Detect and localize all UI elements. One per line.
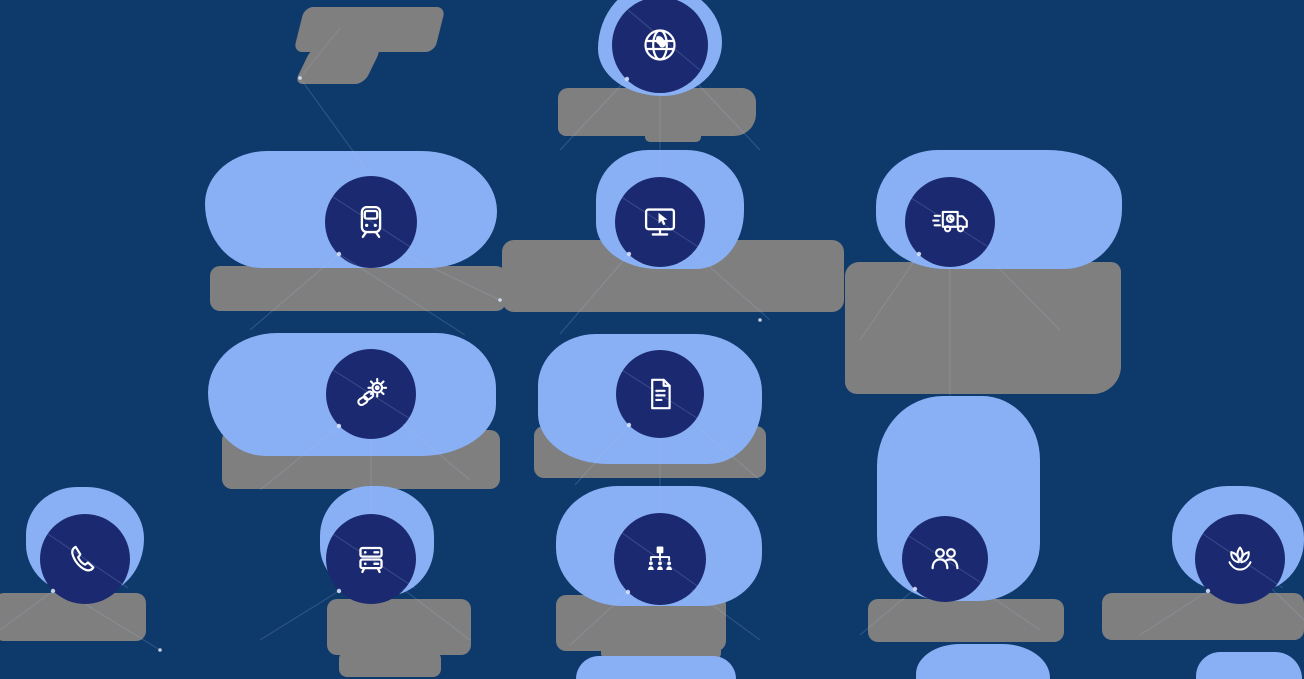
glow-bottom-corner xyxy=(1196,652,1302,679)
gears-chain-icon xyxy=(357,377,388,407)
greeked-label-lotus xyxy=(1102,593,1304,640)
greeked-mark xyxy=(293,47,383,84)
hierarchy-icon xyxy=(648,546,672,571)
greeked-label-globe xyxy=(558,88,756,136)
greeked-label-people xyxy=(868,599,1064,642)
greeked-label-truck xyxy=(845,262,1121,394)
node-people[interactable] xyxy=(902,516,988,602)
node-monitor[interactable] xyxy=(615,177,705,267)
node-train[interactable] xyxy=(325,176,417,268)
globe-icon xyxy=(644,29,676,61)
node-globe[interactable] xyxy=(612,0,708,93)
greeked-label-globe-tail xyxy=(645,131,701,142)
phone-icon xyxy=(71,545,95,572)
document-icon xyxy=(651,378,671,410)
glow-bottom-right xyxy=(916,644,1050,679)
truck-icon xyxy=(932,210,968,233)
train-icon xyxy=(360,205,382,239)
node-phone[interactable] xyxy=(40,514,130,604)
people-icon xyxy=(931,548,959,570)
greeked-label-server-tail xyxy=(339,651,441,677)
greeked-label-server xyxy=(327,599,471,655)
monitor-cursor-icon xyxy=(644,208,676,236)
node-hierarchy[interactable] xyxy=(614,513,706,605)
node-gears[interactable] xyxy=(326,349,416,439)
greeked-mark xyxy=(293,7,446,52)
node-lotus[interactable] xyxy=(1195,514,1285,604)
node-server[interactable] xyxy=(326,514,416,604)
greeked-label-train xyxy=(210,266,506,311)
glow-bottom-center xyxy=(576,656,736,679)
node-truck[interactable] xyxy=(905,177,995,267)
lotus-icon xyxy=(1228,546,1252,571)
server-icon xyxy=(359,546,383,574)
greeked-label-hierarchy-line2 xyxy=(601,643,721,660)
node-document[interactable] xyxy=(616,350,704,438)
